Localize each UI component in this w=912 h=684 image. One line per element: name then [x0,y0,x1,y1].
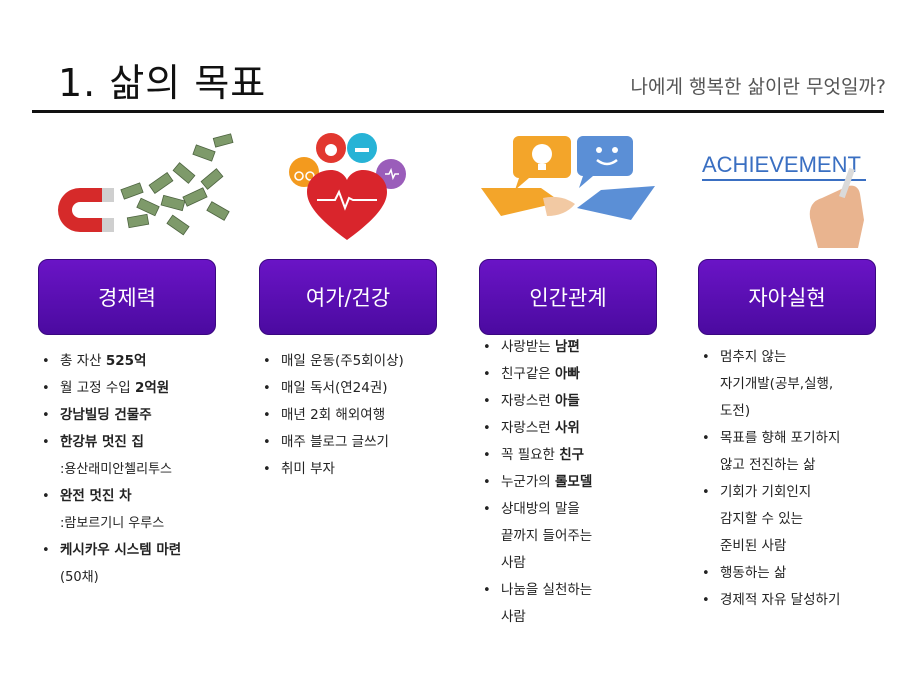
list-item: 취미 부자 [259,456,464,483]
item-bold: 한강뷰 멋진 집 [60,434,144,450]
item-text: 감지할 수 있는 [720,511,804,527]
list-item: 꼭 필요한 친구 [479,442,684,469]
list-item: 상대방의 말을 [479,496,684,523]
list-item-detail: :용산래미안첼리투스 [38,456,243,483]
item-text: 준비된 사람 [720,538,787,554]
item-text: :람보르기니 우루스 [60,516,165,531]
list-item: 멈추지 않는 [698,344,903,371]
list-item-continuation: 준비된 사람 [698,533,903,560]
item-text: 경제적 자유 달성하기 [720,592,841,608]
achievement-hand-icon: ACHIEVEMENT [698,128,898,250]
item-text: 끝까지 들어주는 [501,528,593,544]
item-text: 나눔을 실천하는 [501,582,593,598]
item-text: 친구같은 [501,366,555,382]
list-item: 한강뷰 멋진 집 [38,429,243,456]
item-text: 상대방의 말을 [501,501,580,517]
item-bold: 강남빌딩 건물주 [60,407,152,423]
list-item: 행동하는 삶 [698,560,903,587]
item-text: 자기개발(공부,실행, [720,376,834,392]
item-text: (50채) [60,570,99,585]
item-text: 멈추지 않는 [720,349,787,365]
item-text: 도전) [720,403,751,419]
goal-card-economy[interactable]: 경제력 [38,259,216,335]
item-text: :용산래미안첼리투스 [60,462,173,477]
heart-health-icon [259,128,459,250]
item-text: 사람 [501,555,526,571]
item-bold: 아빠 [554,366,580,382]
item-text: 월 고정 수입 [60,380,135,396]
list-item: 목표를 향해 포기하지 [698,425,903,452]
item-text: 꼭 필요한 [501,447,560,463]
item-text: 자랑스런 [501,420,555,436]
list-item: 총 자산 525억 [38,348,243,375]
item-text: 누군가의 [501,474,555,490]
list-item: 누군가의 롤모델 [479,469,684,496]
item-bold: 완전 멋진 차 [60,488,132,504]
item-bold: 친구 [559,447,585,463]
item-text: 목표를 향해 포기하지 [720,430,841,446]
list-item: 자랑스런 사위 [479,415,684,442]
economy-list: 총 자산 525억 월 고정 수입 2억원 강남빌딩 건물주 한강뷰 멋진 집 … [38,348,243,591]
list-item: 매일 운동(주5회이상) [259,348,464,375]
list-item-continuation: 않고 전진하는 삶 [698,452,903,479]
list-item: 매년 2회 해외여행 [259,402,464,429]
magnet-money-icon [38,128,238,250]
item-bold: 케시카우 시스템 마련 [60,542,182,558]
item-bold: 롤모델 [554,474,593,490]
goal-card-leisure-health[interactable]: 여가/건강 [259,259,437,335]
item-text: 매주 블로그 글쓰기 [281,434,389,450]
item-text: 매년 2회 해외여행 [281,407,386,423]
item-bold: 사위 [554,420,580,436]
title-divider [32,110,884,113]
list-item: 자랑스런 아들 [479,388,684,415]
item-bold: 남편 [554,339,580,355]
list-item: 매일 독서(연24권) [259,375,464,402]
list-item-detail: :람보르기니 우루스 [38,510,243,537]
list-item: 월 고정 수입 2억원 [38,375,243,402]
self-realization-list: 멈추지 않는 자기개발(공부,실행, 도전) 목표를 향해 포기하지 않고 전진… [698,344,903,614]
list-item: 케시카우 시스템 마련 [38,537,243,564]
list-item-continuation: 사람 [479,550,684,577]
item-text: 행동하는 삶 [720,565,787,581]
item-text: 않고 전진하는 삶 [720,457,816,473]
list-item-continuation: 끝까지 들어주는 [479,523,684,550]
item-text: 매일 독서(연24권) [281,380,388,396]
item-text: 기회가 기회인지 [720,484,812,500]
list-item: 기회가 기회인지 [698,479,903,506]
item-text: 매일 운동(주5회이상) [281,353,404,369]
list-item: 사랑받는 남편 [479,334,684,361]
item-text: 자랑스런 [501,393,555,409]
list-item-continuation: 감지할 수 있는 [698,506,903,533]
goal-card-self-realization[interactable]: 자아실현 [698,259,876,335]
handshake-icon [479,128,679,250]
list-item-detail: (50채) [38,564,243,591]
relationships-list: 사랑받는 남편 친구같은 아빠 자랑스런 아들 자랑스런 사위 꼭 필요한 친구… [479,334,684,631]
list-item-continuation: 사람 [479,604,684,631]
list-item: 친구같은 아빠 [479,361,684,388]
leisure-health-list: 매일 운동(주5회이상) 매일 독서(연24권) 매년 2회 해외여행 매주 블… [259,348,464,483]
list-item: 매주 블로그 글쓰기 [259,429,464,456]
item-text: 사랑받는 [501,339,555,355]
item-text: 취미 부자 [281,461,335,477]
list-item: 강남빌딩 건물주 [38,402,243,429]
item-bold: 2억원 [134,380,170,396]
page-subtitle: 나에게 행복한 삶이란 무엇일까? [630,76,886,98]
list-item: 나눔을 실천하는 [479,577,684,604]
page-title: 1. 삶의 목표 [58,61,267,105]
list-item: 완전 멋진 차 [38,483,243,510]
item-bold: 아들 [554,393,580,409]
item-text: 사람 [501,609,526,625]
item-bold: 525억 [105,353,147,369]
item-text: 총 자산 [60,353,106,369]
list-item-continuation: 자기개발(공부,실행, [698,371,903,398]
list-item: 경제적 자유 달성하기 [698,587,903,614]
achievement-text: ACHIEVEMENT [702,152,861,177]
goal-card-relationships[interactable]: 인간관계 [479,259,657,335]
list-item-continuation: 도전) [698,398,903,425]
